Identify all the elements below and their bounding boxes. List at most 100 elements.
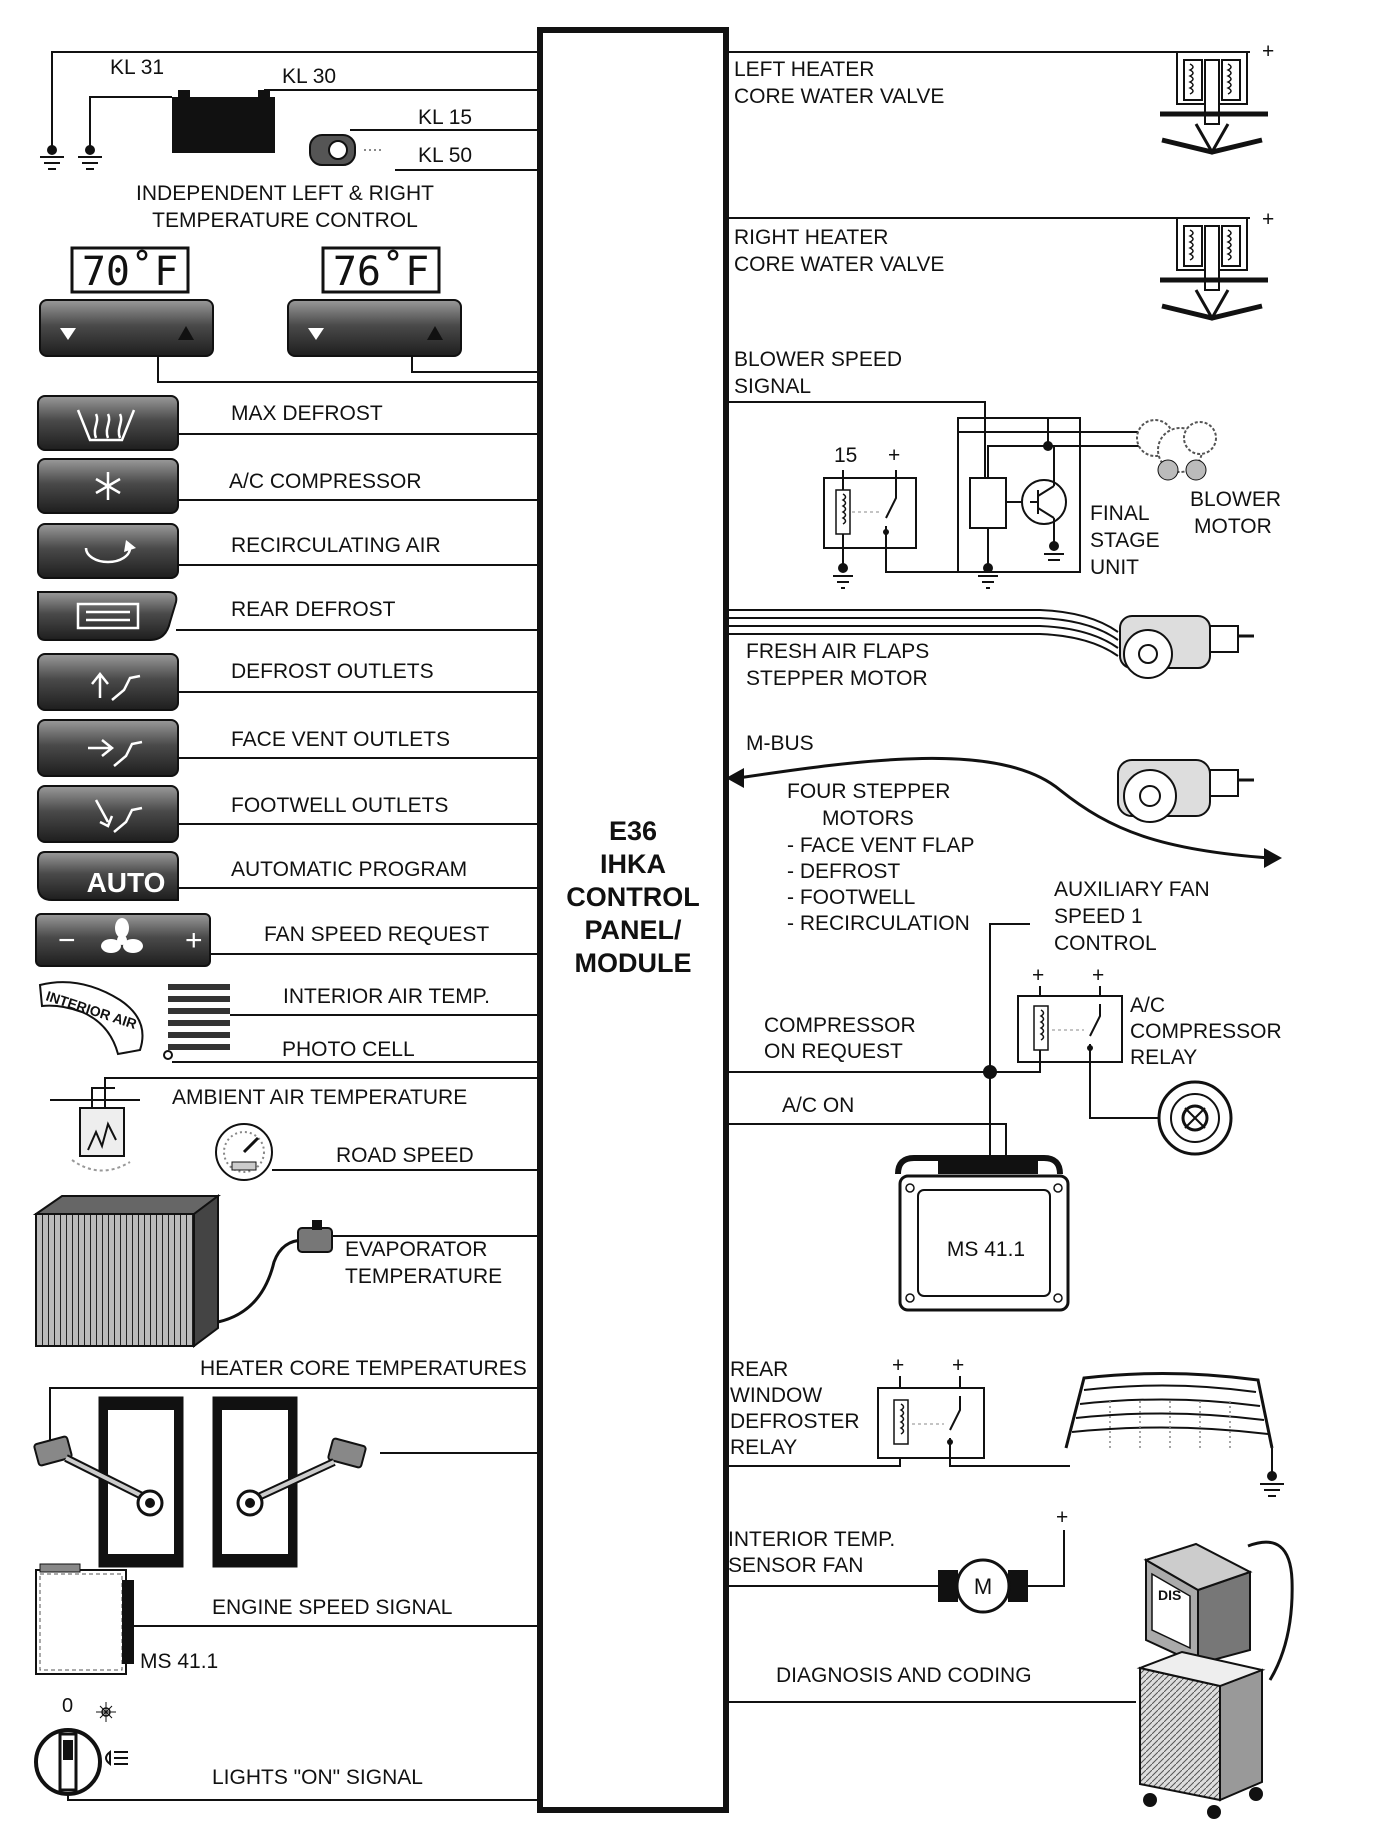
stepper-item-4: - RECIRCULATION [787, 912, 970, 935]
fresh-air-label-line-1: FRESH AIR FLAPS [746, 640, 929, 663]
automatic-program-row: AUTO AUTOMATIC PROGRAM [37, 851, 540, 901]
ac-relay-label-line-3: RELAY [1130, 1046, 1197, 1069]
rear-window-label-line-4: RELAY [730, 1436, 797, 1459]
road-speed-label: ROAD SPEED [336, 1144, 474, 1167]
photo-cell-label: PHOTO CELL [282, 1038, 415, 1061]
ac-on-label: A/C ON [782, 1094, 854, 1117]
evaporator-temp-sensor-icon [217, 1220, 333, 1324]
face-vent-outlets-button[interactable] [37, 719, 179, 777]
blower-signal-label-line-1: BLOWER SPEED [734, 348, 902, 371]
blower-motor-icon [1136, 419, 1217, 481]
left-water-valve-row: + LEFT HEATER CORE WATER VALVE [726, 40, 1274, 156]
ac-compressor-relay-icon [1017, 995, 1123, 1063]
lights-on-signal-label: LIGHTS "ON" SIGNAL [212, 1766, 423, 1789]
interior-air-temp-label: INTERIOR AIR TEMP. [283, 985, 490, 1008]
left-temp-rocker-button[interactable] [39, 299, 214, 357]
left-heater-core-icon [98, 1396, 184, 1568]
fan-minus-label: − [58, 924, 76, 957]
parking-light-icon [96, 1702, 116, 1722]
mbus-row: M-BUS FOUR STEPPER MOTORS - FACE VENT FL… [726, 732, 1282, 935]
mbus-right-arrow-icon [1264, 848, 1282, 868]
compressor-section: AUXILIARY FAN SPEED 1 CONTROL + + A/C CO… [726, 878, 1282, 1312]
face-vent-outlets-label: FACE VENT OUTLETS [231, 728, 450, 751]
temp-control-title-line-1: INDEPENDENT LEFT & RIGHT [136, 182, 434, 205]
rear-relay-plus-1: + [892, 1354, 904, 1377]
evaporator-icon [32, 1194, 221, 1348]
max-defrost-row: MAX DEFROST [37, 395, 540, 451]
relay-15-label: 15 [834, 444, 857, 467]
left-valve-label-line-1: LEFT HEATER [734, 58, 874, 81]
right-temp-display: 76˚F [321, 246, 441, 295]
rear-defrost-button[interactable] [37, 591, 178, 641]
compressor-request-label-line-1: COMPRESSOR [764, 1014, 916, 1037]
fan-plus-label: + [185, 924, 203, 957]
right-temp-rocker-button[interactable] [287, 299, 462, 357]
ambient-temp-sensor-icon [50, 1099, 140, 1172]
fresh-air-label-line-2: STEPPER MOTOR [746, 667, 928, 690]
ground-symbol-final-stage [978, 563, 998, 589]
road-speed-row: ROAD SPEED [215, 1123, 540, 1181]
heater-core-left-wire [49, 1387, 540, 1440]
engine-speed-row: ENGINE SPEED SIGNAL MS 41.1 [35, 1563, 540, 1675]
ihka-control-module: E36 IHKA CONTROL PANEL/ MODULE [537, 27, 729, 1813]
interior-fan-label-line-1: INTERIOR TEMP. [728, 1528, 895, 1551]
auto-button[interactable]: AUTO [37, 851, 179, 901]
interior-fan-supply-wire [1028, 1530, 1065, 1587]
fan-speed-request-row: − + FAN SPEED REQUEST [35, 913, 540, 967]
right-temp-value: 76˚F [333, 249, 429, 295]
recirculation-icon [84, 547, 132, 564]
fan-speed-rocker-button[interactable]: − + [35, 913, 211, 967]
left-temp-wire [157, 356, 540, 383]
defrost-outlets-button[interactable] [37, 653, 179, 711]
ground-symbol-kl31 [40, 145, 64, 170]
dis-label: DIS [1158, 1587, 1181, 1603]
temp-up-arrow-icon [427, 326, 443, 340]
kl30-label: KL 30 [282, 65, 336, 88]
aux-fan-label-line-3: CONTROL [1054, 932, 1157, 955]
ac-compressor-label: A/C COMPRESSOR [229, 470, 422, 493]
evaporator-row: EVAPORATOR TEMPERATURE [32, 1194, 540, 1348]
ms411-right-label: MS 41.1 [947, 1238, 1025, 1261]
rear-defrost-label: REAR DEFROST [231, 598, 396, 621]
ac-compressor-button[interactable] [37, 458, 179, 514]
stepper-item-3: - FOOTWELL [787, 886, 915, 909]
recirculating-air-row: RECIRCULATING AIR [37, 523, 540, 579]
stepper-item-1: - FACE VENT FLAP [787, 834, 975, 857]
lights-on-row: 0 LIGHTS "ON" SIGNAL [34, 1695, 540, 1801]
max-defrost-icon [76, 409, 136, 442]
fan-icon [101, 918, 143, 953]
footwell-outlets-button[interactable] [37, 785, 179, 843]
temp-up-arrow-icon [178, 326, 194, 340]
recirculating-air-button[interactable] [37, 523, 179, 579]
mbus-left-arrow-icon [726, 768, 744, 788]
blower-signal-wire [726, 401, 986, 488]
temperature-control-section: INDEPENDENT LEFT & RIGHT TEMPERATURE CON… [39, 182, 540, 383]
four-stepper-label-line-1: FOUR STEPPER [787, 780, 950, 803]
max-defrost-button[interactable] [37, 395, 179, 451]
left-temp-value: 70˚F [82, 249, 178, 295]
module-title-line-3: CONTROL [566, 882, 699, 912]
auto-button-label: AUTO [87, 867, 166, 898]
kl31-wire [51, 51, 540, 148]
kl15-label: KL 15 [418, 106, 472, 129]
ac-on-wire [726, 1123, 1007, 1164]
rear-window-label-line-3: DEFROSTER [730, 1410, 860, 1433]
engine-speed-signal-label: ENGINE SPEED SIGNAL [212, 1596, 452, 1619]
light-switch-icon [34, 1728, 102, 1796]
temp-control-title-line-2: TEMPERATURE CONTROL [152, 209, 418, 232]
final-stage-label-line-1: FINAL [1090, 502, 1150, 525]
ms411-left-ecu-icon [35, 1563, 134, 1675]
module-title-line-5: MODULE [575, 948, 692, 978]
battery-icon [172, 90, 275, 153]
ac-relay-label-line-2: COMPRESSOR [1130, 1020, 1282, 1043]
ac-relay-label-line-1: A/C [1130, 994, 1165, 1017]
rear-window-label-line-2: WINDOW [730, 1384, 822, 1407]
rear-window-label-line-1: REAR [730, 1358, 788, 1381]
mbus-stepper-motor-icon [1117, 759, 1254, 823]
right-water-valve-icon [1160, 217, 1268, 322]
power-supply-section: KL 31 KL 30 KL 15 KL 50 [40, 51, 540, 171]
heater-core-row: HEATER CORE TEMPERATURES [33, 1357, 540, 1568]
left-heater-temp-sensor-icon [33, 1435, 164, 1517]
aux-fan-wire [989, 923, 1030, 1164]
module-title-line-2: IHKA [600, 849, 666, 879]
